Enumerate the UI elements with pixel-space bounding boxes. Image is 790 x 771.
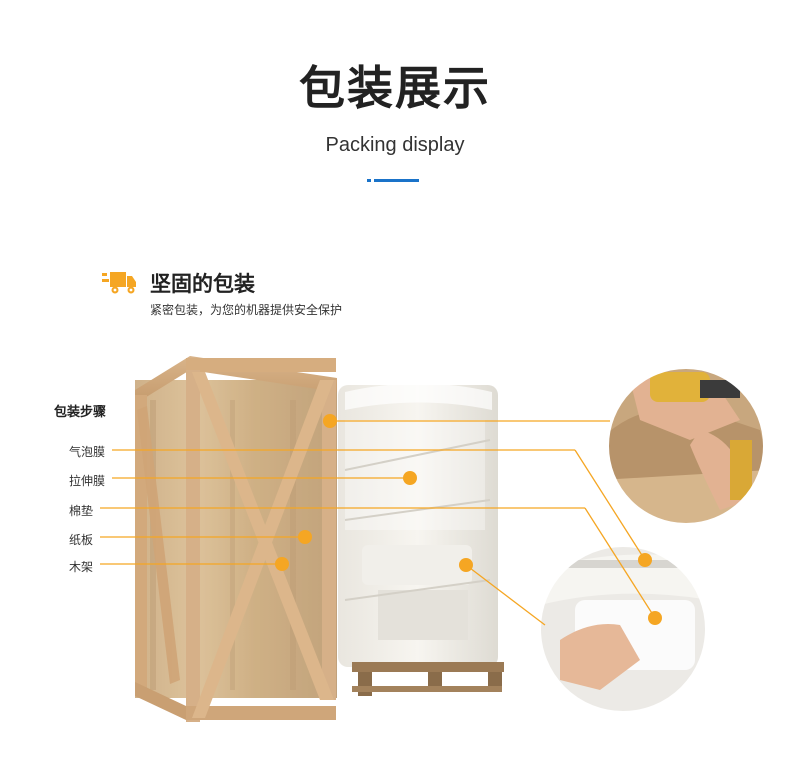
leader-line-cotton-pad-diag bbox=[584, 507, 656, 619]
steps-title: 包装步骤 bbox=[54, 405, 107, 420]
truck-icon bbox=[102, 272, 136, 294]
step-label-wood-frame: 木架 bbox=[69, 560, 94, 574]
marker-detail-bubble bbox=[638, 553, 652, 567]
step-label-cardboard: 纸板 bbox=[69, 533, 94, 547]
step-label-bubble-film: 气泡膜 bbox=[69, 445, 106, 459]
underline-bar bbox=[374, 179, 419, 182]
page-title: 包装展示 bbox=[299, 61, 491, 115]
marker-stretch-film bbox=[403, 471, 417, 485]
marker-cardboard bbox=[298, 530, 312, 544]
step-label-stretch-film: 拉伸膜 bbox=[69, 474, 106, 488]
section-heading: 坚固的包装 bbox=[150, 272, 255, 296]
marker-detail-pad bbox=[648, 611, 662, 625]
underline-dot bbox=[367, 179, 371, 182]
leader-line-machine-lower bbox=[465, 564, 546, 626]
marker-wood-frame bbox=[275, 557, 289, 571]
section-subheading: 紧密包装，为您的机器提供安全保护 bbox=[150, 303, 343, 317]
detail-staple-gun bbox=[608, 368, 764, 524]
marker-crate-top bbox=[323, 414, 337, 428]
leader-line-bubble-film-diag bbox=[574, 449, 646, 561]
page-subtitle: Packing display bbox=[325, 134, 465, 156]
title-underline bbox=[367, 179, 419, 182]
step-label-cotton-pad: 棉垫 bbox=[69, 504, 94, 518]
marker-machine-lower bbox=[459, 558, 473, 572]
detail-foam-pad bbox=[540, 546, 706, 712]
